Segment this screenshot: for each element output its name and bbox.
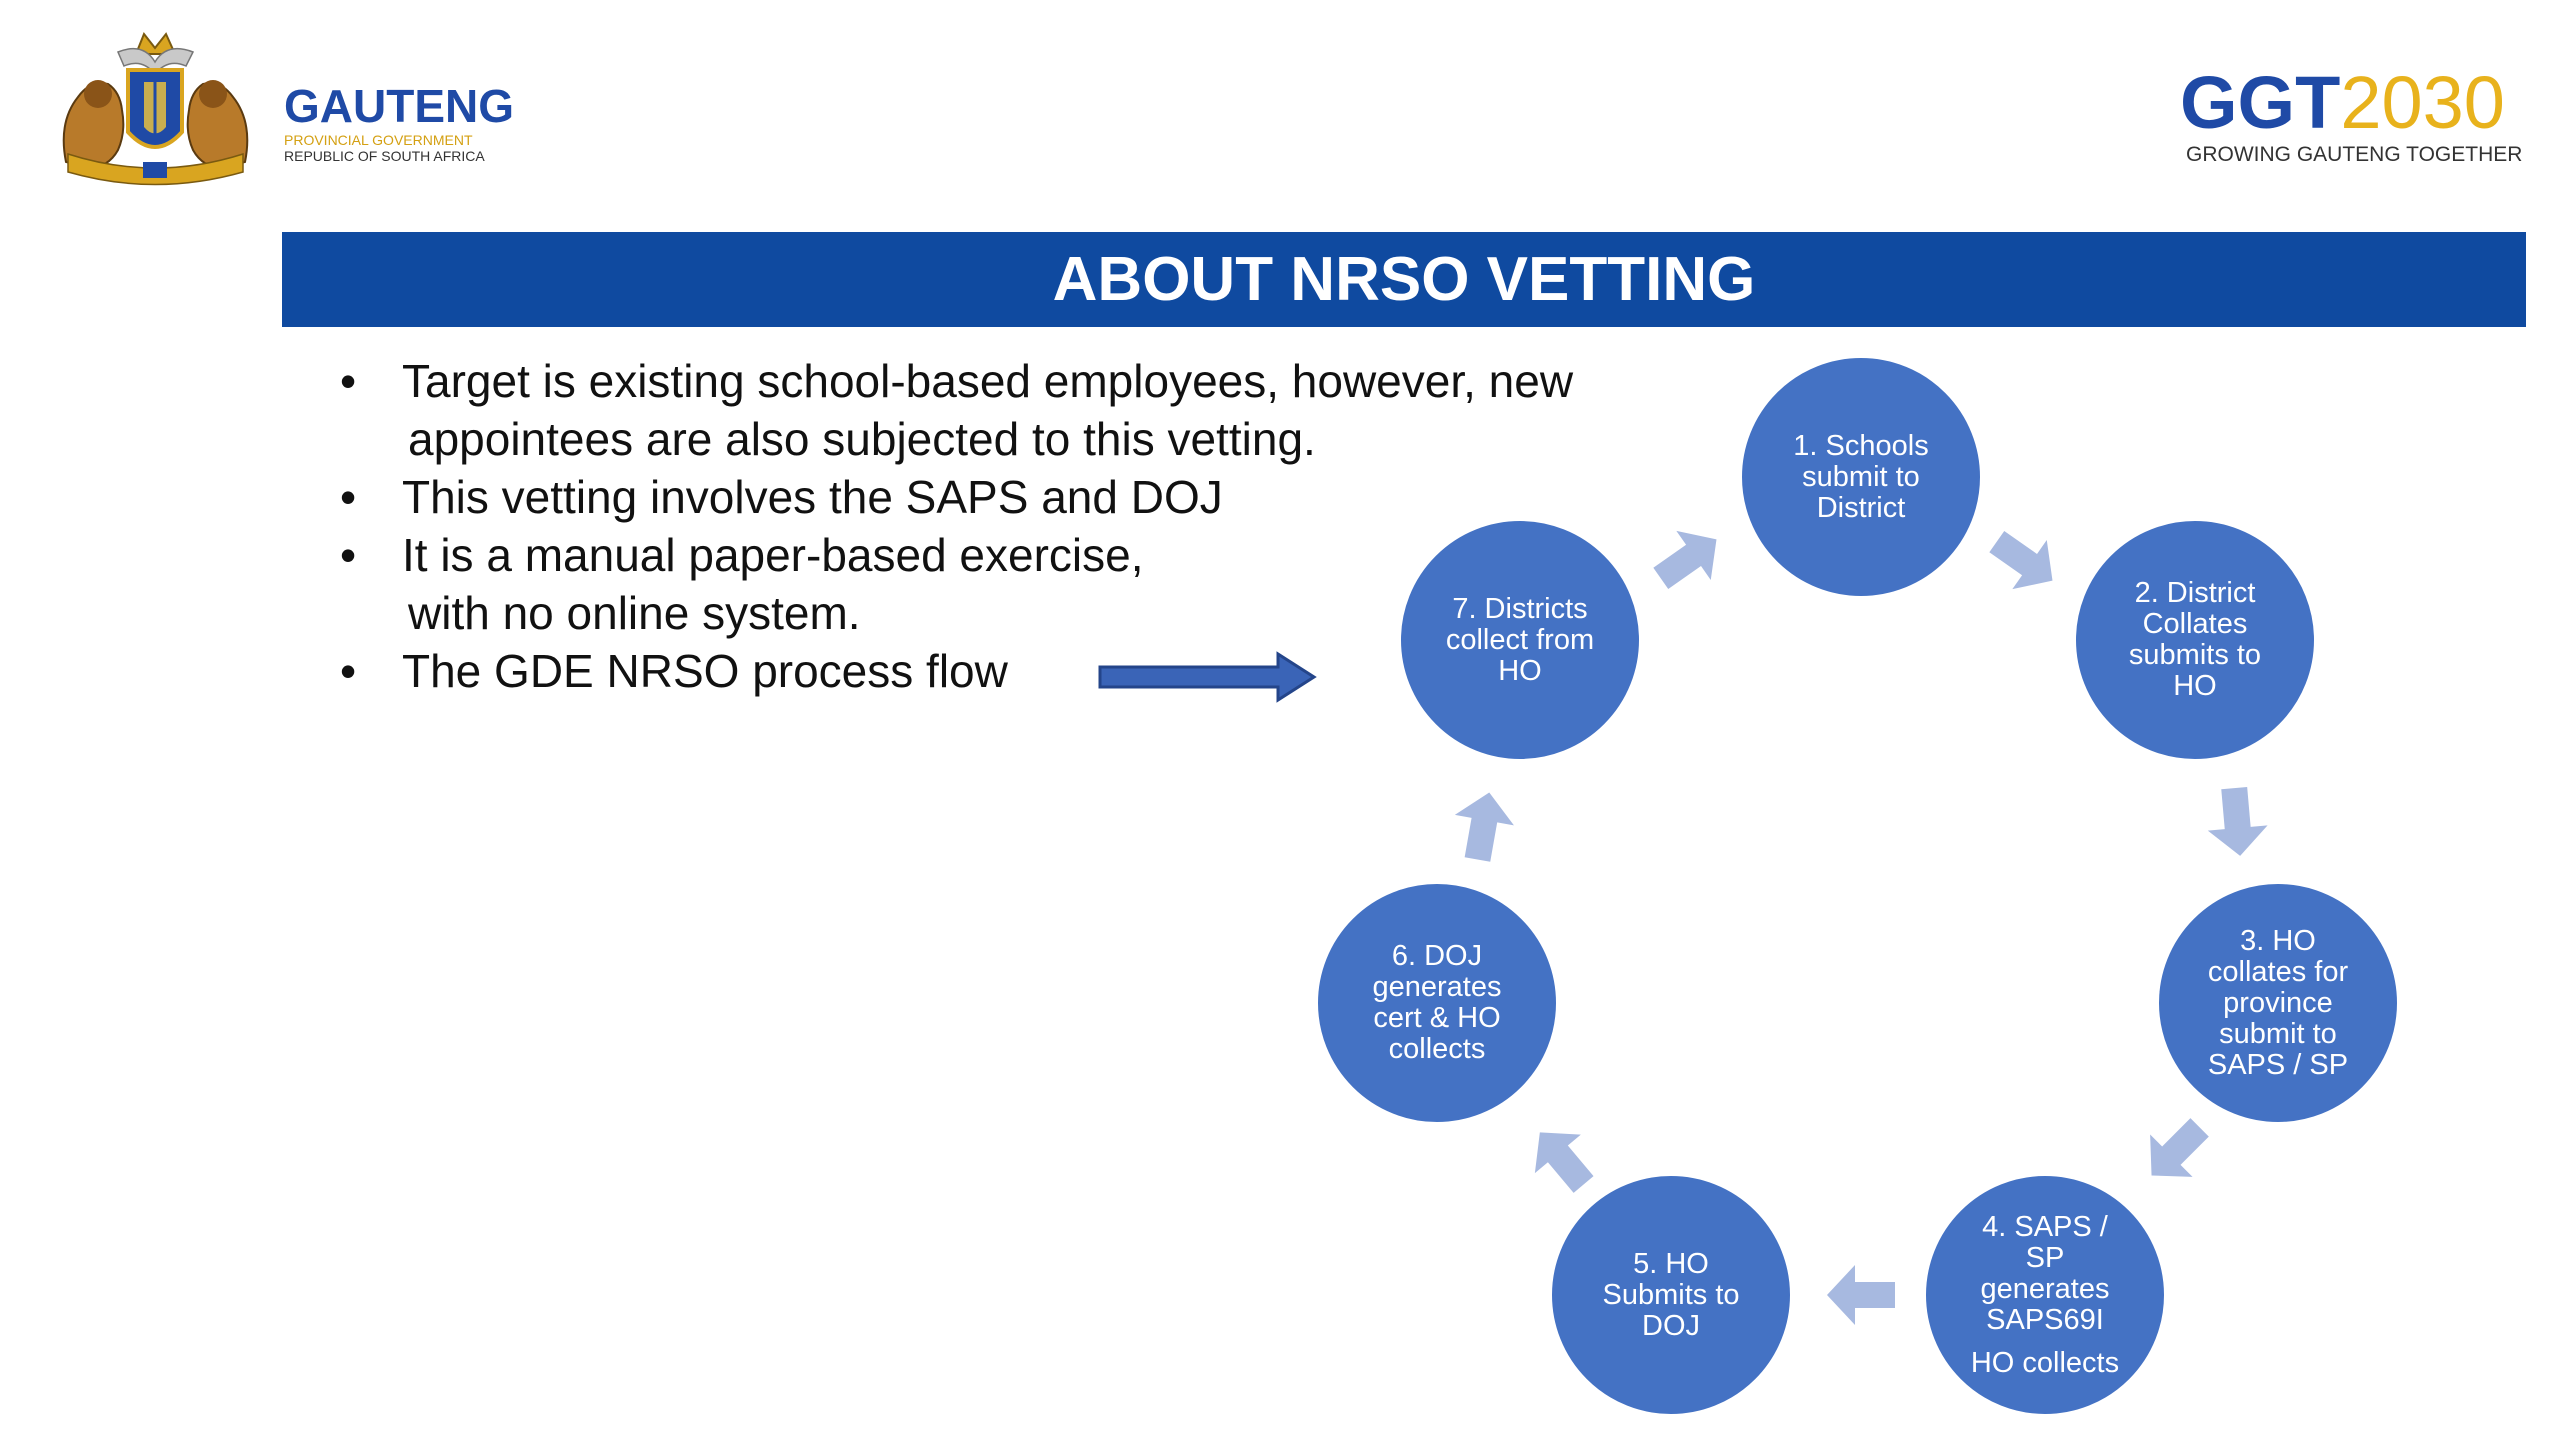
gauteng-republic: REPUBLIC OF SOUTH AFRICA: [284, 148, 485, 164]
cycle-connector-arrow: [1827, 1265, 1895, 1325]
cycle-step-6-label: 6. DOJ generates cert & HO collects: [1372, 940, 1502, 1065]
cycle-connector-arrow: [1989, 530, 2053, 590]
cycle-step-3-node: 3. HO collates for province submit to SA…: [2155, 880, 2401, 1126]
gauteng-wordmark: GAUTENG PROVINCIAL GOVERNMENT REPUBLIC O…: [284, 82, 544, 164]
ggt2030-logo: GGT2030 GROWING GAUTENG TOGETHER: [2180, 65, 2523, 167]
title-banner: ABOUT NRSO VETTING: [282, 232, 2526, 327]
bullet-symbol: •: [340, 355, 357, 407]
bullet-item: • It is a manual paper-based exercise, w…: [330, 526, 1730, 642]
ggt-year: 2030: [2340, 61, 2505, 144]
bullet-line: Target is existing school-based employee…: [402, 355, 1574, 407]
bullet-item: • This vetting involves the SAPS and DOJ: [330, 468, 1730, 526]
cycle-step-6-node: 6. DOJ generates cert & HO collects: [1314, 880, 1560, 1126]
bullet-list: • Target is existing school-based employ…: [330, 352, 1730, 700]
bullet-line: with no online system.: [408, 587, 861, 639]
cycle-step-2-node: 2. District Collates submits to HO: [2072, 517, 2318, 763]
cycle-step-4-node: 4. SAPS / SP generates SAPS69I HO collect…: [1922, 1172, 2168, 1418]
cycle-connector-arrow: [1534, 1132, 1594, 1193]
cycle-step-5-node: 5. HO Submits to DOJ: [1548, 1172, 1794, 1418]
cycle-step-7-label: 7. Districts collect from HO: [1445, 592, 1595, 687]
bullet-line: The GDE NRSO process flow: [402, 645, 1008, 697]
bullet-line: It is a manual paper-based exercise,: [402, 529, 1144, 581]
bullet-symbol: •: [340, 529, 357, 581]
gauteng-provincial-government: PROVINCIAL GOVERNMENT: [284, 132, 473, 148]
cycle-step-4-label: 4. SAPS / SP generates SAPS69I HO collect…: [1955, 1210, 2135, 1379]
ggt2030-title: GGT2030: [2180, 65, 2520, 141]
cycle-step-3-label: 3. HO collates for province submit to SA…: [2207, 924, 2349, 1081]
slide-title: ABOUT NRSO VETTING: [1052, 245, 1756, 314]
cycle-step-1-node: 1. Schools submit to District: [1738, 354, 1984, 600]
bullet-symbol: •: [340, 471, 357, 523]
gauteng-logo: GAUTENG PROVINCIAL GOVERNMENT REPUBLIC O…: [48, 22, 514, 187]
cycle-step-1-label: 1. Schools submit to District: [1793, 429, 1929, 524]
bullet-line: appointees are also subjected to this ve…: [408, 413, 1316, 465]
cycle-step-5-label: 5. HO Submits to DOJ: [1602, 1247, 1740, 1342]
cycle-step-7-node: 7. Districts collect from HO: [1397, 517, 1643, 763]
cycle-step-4-extra: HO collects: [1970, 1346, 2120, 1379]
coat-of-arms-icon: [62, 32, 249, 186]
process-flow-pointer-arrow: [1098, 651, 1317, 703]
cycle-step-4-text: 4. SAPS / SP generates SAPS69I: [1980, 1210, 2110, 1336]
bullet-item: • Target is existing school-based employ…: [330, 352, 1730, 468]
gauteng-name: GAUTENG: [284, 80, 514, 132]
ggt-tagline: GROWING GAUTENG TOGETHER: [2186, 143, 2523, 166]
cycle-step-2-label: 2. District Collates submits to HO: [2128, 577, 2262, 702]
cycle-connector-arrow: [2207, 786, 2268, 856]
bullet-symbol: •: [340, 645, 357, 697]
bullet-line: This vetting involves the SAPS and DOJ: [402, 471, 1223, 523]
cycle-connector-arrow: [1653, 530, 1717, 590]
cycle-connector-arrow: [1454, 792, 1514, 862]
cycle-connector-arrow: [2150, 1118, 2209, 1177]
bullet-item: • The GDE NRSO process flow: [330, 642, 1730, 700]
ggt-prefix: GGT: [2180, 61, 2341, 144]
